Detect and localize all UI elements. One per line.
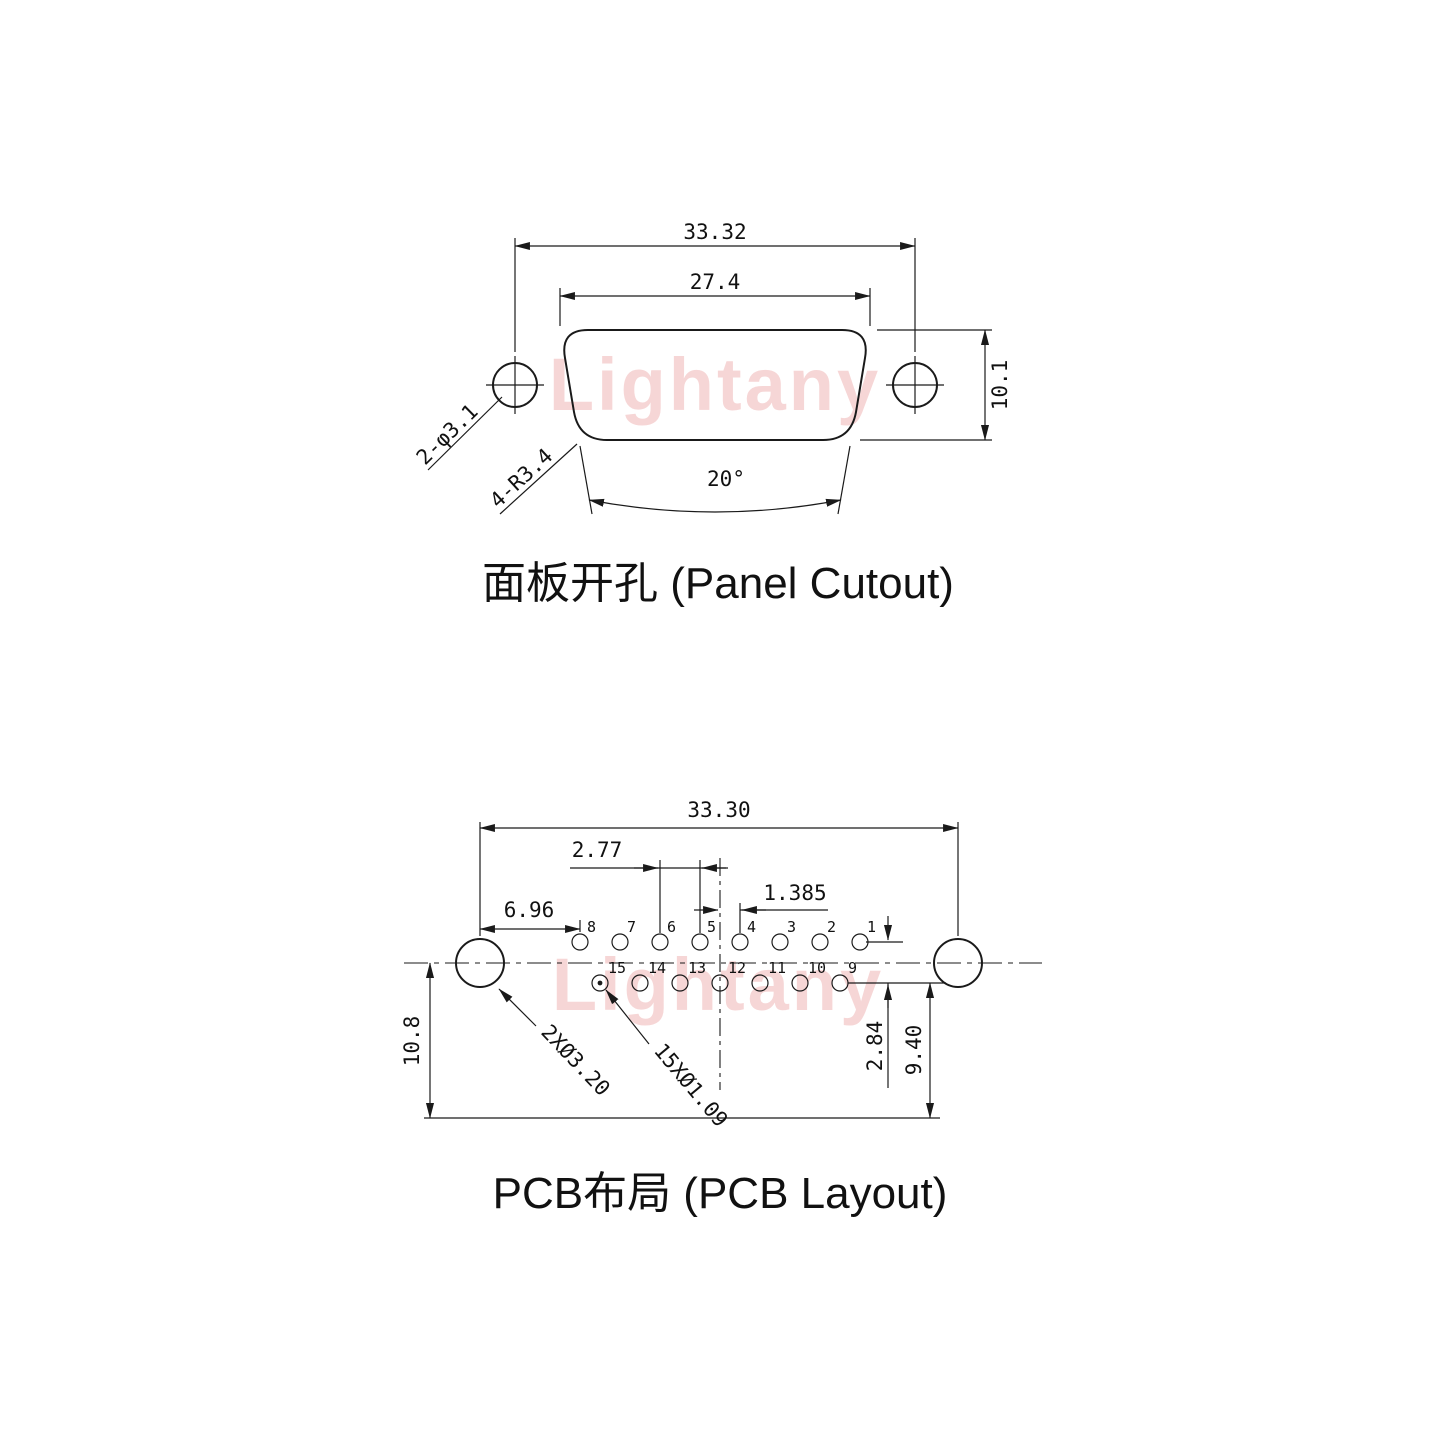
dim-text-height: 10.1 <box>988 360 1012 411</box>
pcb-mount-hole-right <box>933 938 983 988</box>
panel-cutout-caption: 面板开孔 (Panel Cutout) <box>482 559 954 608</box>
pin-hole-7 <box>611 933 629 951</box>
pin-hole-2 <box>811 933 829 951</box>
label-mount-holes: 2-φ3.1 <box>412 399 483 469</box>
pin-number: 14 <box>648 959 666 977</box>
label-pcb-mount-holes: 2XØ3.20 <box>536 1020 614 1101</box>
watermark-bottom: Lightany <box>552 943 884 1026</box>
pin-number: 8 <box>587 918 596 936</box>
leader-corner-radius <box>499 443 578 515</box>
angle-ext-right <box>837 445 851 515</box>
pin-hole-6 <box>651 933 669 951</box>
pin-number: 1 <box>867 918 876 936</box>
pin-number: 13 <box>688 959 706 977</box>
leader-pcb-mount-holes <box>498 988 537 1027</box>
pin-hole-5 <box>691 933 709 951</box>
leader-pcb-pin-holes <box>605 989 650 1045</box>
dim-text-row-spacing: 2.84 <box>863 1021 887 1072</box>
pin-number: 5 <box>707 918 716 936</box>
pin-number: 3 <box>787 918 796 936</box>
d-cutout-outline <box>563 329 867 441</box>
pin-hole-15 <box>591 974 609 992</box>
label-corner-radius: 4-R3.4 <box>485 444 557 513</box>
pin-hole-12 <box>711 974 729 992</box>
pin-hole-14 <box>631 974 649 992</box>
watermark-top: Lightany <box>549 343 881 426</box>
pin-number: 15 <box>608 959 626 977</box>
dim-text-outer-width: 33.32 <box>683 220 746 244</box>
pin-number: 10 <box>808 959 826 977</box>
pin-hole-3 <box>771 933 789 951</box>
pcb-layout-caption: PCB布局 (PCB Layout) <box>493 1169 948 1218</box>
pin-hole-8 <box>571 933 589 951</box>
dim-text-pcb-width: 33.30 <box>687 798 750 822</box>
angle-ext-left <box>579 445 593 515</box>
pin-number: 2 <box>827 918 836 936</box>
dim-text-row-offset: 1.385 <box>763 881 826 905</box>
pin-number: 7 <box>627 918 636 936</box>
dim-text-row-to-edge: 9.40 <box>902 1025 926 1076</box>
pcb-mount-hole-left <box>455 938 505 988</box>
leader-mount-holes <box>427 396 503 471</box>
dim-text-pitch: 2.77 <box>572 838 623 862</box>
pin-number: 6 <box>667 918 676 936</box>
pin-hole-15-center-dot <box>597 980 603 986</box>
pin-number: 12 <box>728 959 746 977</box>
dim-text-edge-to-pin: 6.96 <box>504 898 555 922</box>
pin-hole-4 <box>731 933 749 951</box>
angle-arc <box>588 498 842 513</box>
pin-hole-13 <box>671 974 689 992</box>
dim-text-center-to-edge: 10.8 <box>400 1016 424 1067</box>
pin-hole-11 <box>751 974 769 992</box>
dim-text-inner-width: 27.4 <box>690 270 741 294</box>
pin-number: 9 <box>848 959 857 977</box>
pin-number: 4 <box>747 918 756 936</box>
pin-number: 11 <box>768 959 786 977</box>
dim-text-angle: 20° <box>707 467 745 491</box>
pin-hole-10 <box>791 974 809 992</box>
